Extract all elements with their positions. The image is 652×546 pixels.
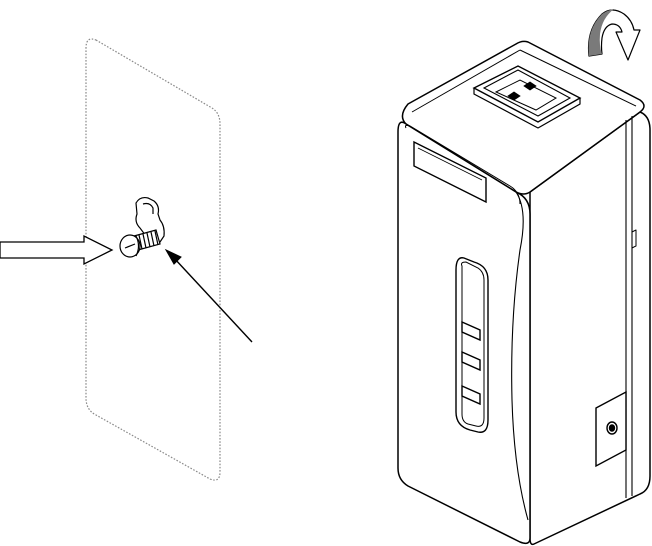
rotate-clockwise-icon xyxy=(589,9,640,60)
device-box-icon xyxy=(398,41,650,544)
led-panel xyxy=(456,258,488,433)
hollow-arrow-right-icon xyxy=(0,236,112,264)
wall-panel xyxy=(86,39,220,480)
pointer-arrow-icon xyxy=(166,250,252,342)
screw-icon xyxy=(120,230,160,257)
status-leds xyxy=(456,258,488,433)
